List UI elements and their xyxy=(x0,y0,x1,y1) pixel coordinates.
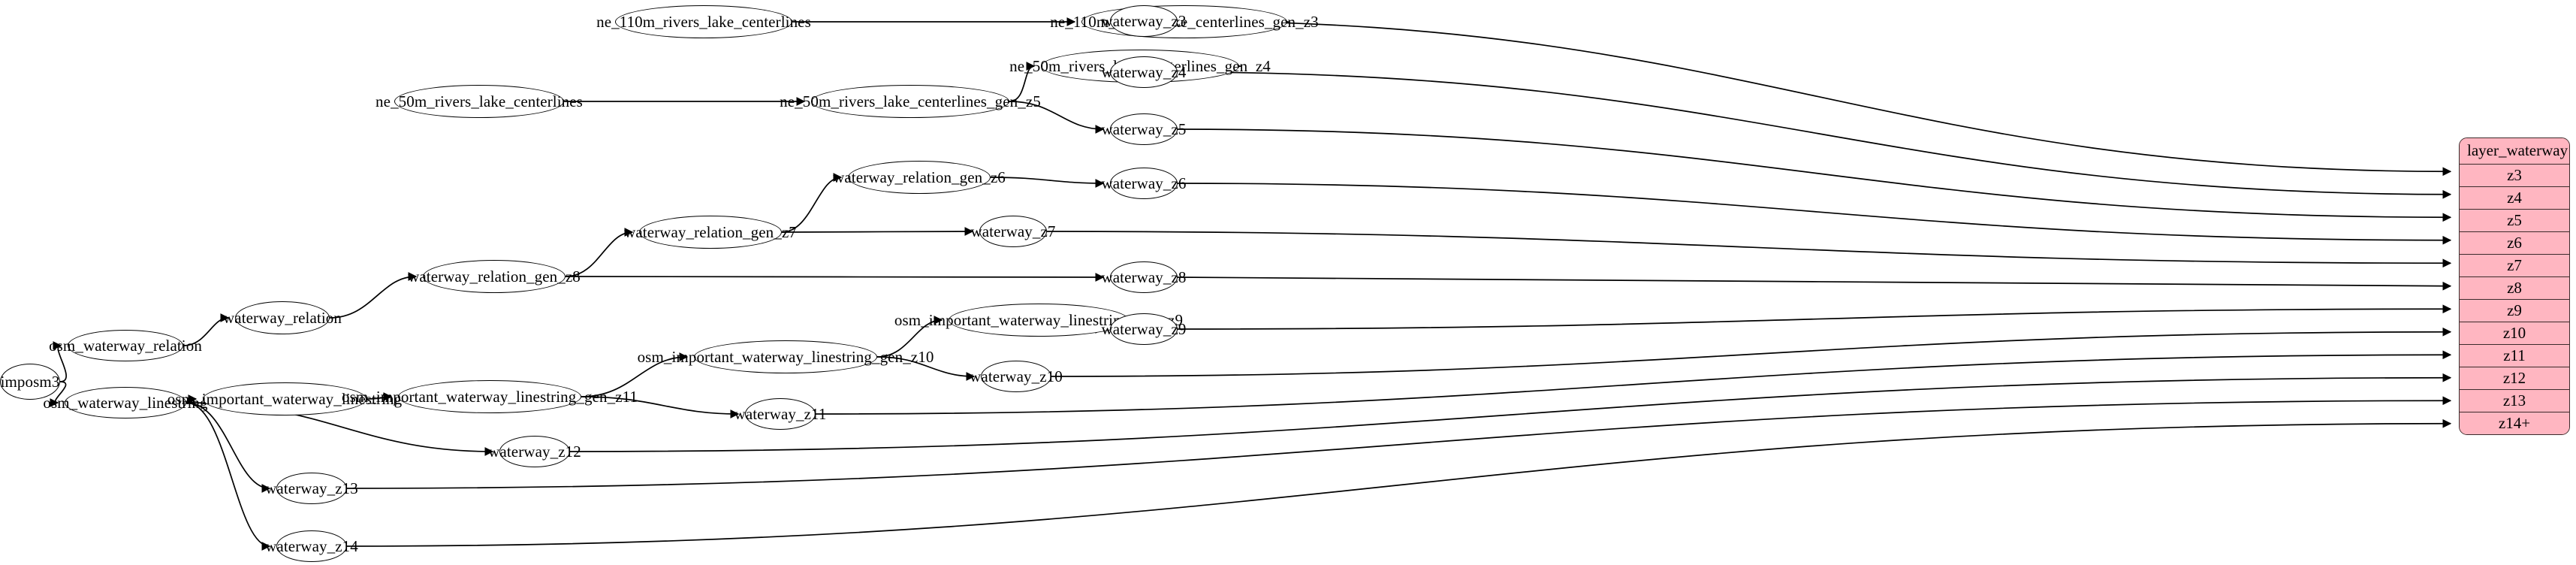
node-label: waterway_z7 xyxy=(970,222,1056,240)
edge-waterway_z8-to-layer_waterway-z8 xyxy=(1177,276,2452,291)
node-label: waterway_z11 xyxy=(734,404,827,423)
node-label: waterway_z12 xyxy=(488,442,581,461)
edge-waterway_z7-to-layer_waterway-z7 xyxy=(1046,231,2452,268)
edge-waterway_relation-to-waterway_relation_gen_z8 xyxy=(329,272,418,319)
node-osm-waterway-linestring[interactable]: osm_waterway_linestring xyxy=(43,387,208,418)
node-waterway-z10[interactable]: waterway_z10 xyxy=(970,361,1063,392)
node-label: waterway_relation_gen_z7 xyxy=(624,222,797,241)
node-label: imposm3 xyxy=(0,372,60,391)
node-waterway-relation-gen-z7[interactable]: waterway_relation_gen_z7 xyxy=(624,216,797,249)
node-label: osm_waterway_relation xyxy=(49,336,202,355)
node-label: waterway_relation xyxy=(223,308,342,327)
edge-waterway_z13-to-layer_waterway-z13 xyxy=(346,396,2452,489)
edge-waterway_z5-to-layer_waterway-z5 xyxy=(1177,128,2452,222)
node-ne-50m-rivers-lake-centerlines-gen-z5[interactable]: ne_50m_rivers_lake_centerlines_gen_z5 xyxy=(780,85,1041,118)
node-label: waterway_z13 xyxy=(265,479,358,497)
node-waterway-z5[interactable]: waterway_z5 xyxy=(1101,113,1186,145)
edge-waterway_z4-to-layer_waterway-z4 xyxy=(1177,71,2452,199)
node-label: waterway_z9 xyxy=(1101,319,1187,338)
node-label: waterway_z3 xyxy=(1101,11,1187,30)
node-osm-important-waterway-linestring-gen-z10[interactable]: osm_important_waterway_linestring_gen_z1… xyxy=(638,340,934,373)
node-waterway-z8[interactable]: waterway_z8 xyxy=(1101,261,1186,293)
node-label: osm_important_waterway_linestring_gen_z9 xyxy=(894,310,1184,329)
layer-table-row-z7[interactable]: z7 xyxy=(2460,255,2569,277)
node-waterway-z12[interactable]: waterway_z12 xyxy=(488,436,581,467)
node-waterway-z14[interactable]: waterway_z14 xyxy=(265,530,358,562)
node-label: waterway_z4 xyxy=(1101,62,1187,81)
edge-waterway_z3-to-layer_waterway-z3 xyxy=(1177,20,2452,177)
layer-table-row-z12[interactable]: z12 xyxy=(2460,367,2569,390)
layer-table-row-z11[interactable]: z11 xyxy=(2460,345,2569,367)
node-label: waterway_z6 xyxy=(1101,174,1187,192)
node-label: ne_110m_rivers_lake_centerlines xyxy=(596,12,811,31)
edge-waterway_z14-to-layer_waterway-z14- xyxy=(346,418,2452,547)
node-label: waterway_relation_gen_z8 xyxy=(408,267,581,286)
edge-waterway_z9-to-layer_waterway-z9 xyxy=(1177,304,2452,330)
edge-waterway_z10-to-layer_waterway-z10 xyxy=(1051,327,2452,377)
node-label: waterway_z8 xyxy=(1101,267,1187,286)
layer-table-row-z5[interactable]: z5 xyxy=(2460,210,2569,232)
edge-waterway_relation_gen_z6-to-waterway_z6 xyxy=(990,177,1105,188)
edge-osm_waterway_linestring-to-waterway_z14 xyxy=(186,402,271,551)
node-waterway-z9[interactable]: waterway_z9 xyxy=(1101,313,1186,345)
node-waterway-z6[interactable]: waterway_z6 xyxy=(1101,168,1186,199)
layer-table-row-z13[interactable]: z13 xyxy=(2460,390,2569,412)
node-waterway-z11[interactable]: waterway_z11 xyxy=(734,398,826,430)
node-label: waterway_z5 xyxy=(1101,119,1187,138)
node-waterway-relation[interactable]: waterway_relation xyxy=(223,301,342,334)
node-label: waterway_relation_gen_z6 xyxy=(833,168,1006,186)
node-label: osm_important_waterway_linestring_gen_z1… xyxy=(341,387,638,406)
edge-waterway_z6-to-layer_waterway-z6 xyxy=(1177,183,2452,245)
node-waterway-relation-gen-z8[interactable]: waterway_relation_gen_z8 xyxy=(408,260,581,293)
node-ne-50m-rivers-lake-centerlines[interactable]: ne_50m_rivers_lake_centerlines xyxy=(376,85,583,118)
node-ne-110m-rivers-lake-centerlines[interactable]: ne_110m_rivers_lake_centerlines xyxy=(596,5,811,38)
node-label: ne_50m_rivers_lake_centerlines_gen_z5 xyxy=(780,92,1041,110)
node-label: waterway_z10 xyxy=(970,367,1063,385)
node-waterway-z7[interactable]: waterway_z7 xyxy=(970,216,1055,247)
node-label: ne_50m_rivers_lake_centerlines xyxy=(376,92,583,110)
edge-waterway_relation_gen_z8-to-waterway_z8 xyxy=(565,273,1105,282)
layer-table-header: layer_waterway xyxy=(2460,138,2569,165)
layer-table-row-z4[interactable]: z4 xyxy=(2460,187,2569,210)
layer-table-row-z10[interactable]: z10 xyxy=(2460,322,2569,345)
node-osm-important-waterway-linestring-gen-z9[interactable]: osm_important_waterway_linestring_gen_z9 xyxy=(894,304,1183,337)
edge-osm_waterway_linestring-to-waterway_z13 xyxy=(186,402,271,493)
node-waterway-z13[interactable]: waterway_z13 xyxy=(265,473,358,504)
node-osm-important-waterway-linestring-gen-z11[interactable]: osm_important_waterway_linestring_gen_z1… xyxy=(342,380,638,413)
layer-table-row-z14plus[interactable]: z14+ xyxy=(2460,412,2569,434)
node-osm-waterway-relation[interactable]: osm_waterway_relation xyxy=(49,330,202,361)
node-waterway-z3[interactable]: waterway_z3 xyxy=(1101,5,1186,37)
edge-waterway_z12-to-layer_waterway-z12 xyxy=(569,373,2452,452)
node-label: waterway_z14 xyxy=(265,536,358,555)
node-imposm3[interactable]: imposm3 xyxy=(0,364,60,400)
node-waterway-z4[interactable]: waterway_z4 xyxy=(1101,56,1186,88)
node-label: osm_waterway_linestring xyxy=(43,393,208,412)
node-osm-important-waterway-linestring[interactable]: osm_important_waterway_linestring xyxy=(167,382,402,415)
layer-table-row-z6[interactable]: z6 xyxy=(2460,232,2569,255)
node-label: osm_important_waterway_linestring_gen_z1… xyxy=(637,347,934,366)
node-waterway-relation-gen-z6[interactable]: waterway_relation_gen_z6 xyxy=(833,161,1006,194)
layer-table-row-z9[interactable]: z9 xyxy=(2460,300,2569,322)
node-label: osm_important_waterway_linestring xyxy=(167,389,403,408)
edge-waterway_relation_gen_z7-to-waterway_z7 xyxy=(781,227,974,236)
layer-table-row-z3[interactable]: z3 xyxy=(2460,165,2569,187)
layer-table-row-z8[interactable]: z8 xyxy=(2460,277,2569,300)
